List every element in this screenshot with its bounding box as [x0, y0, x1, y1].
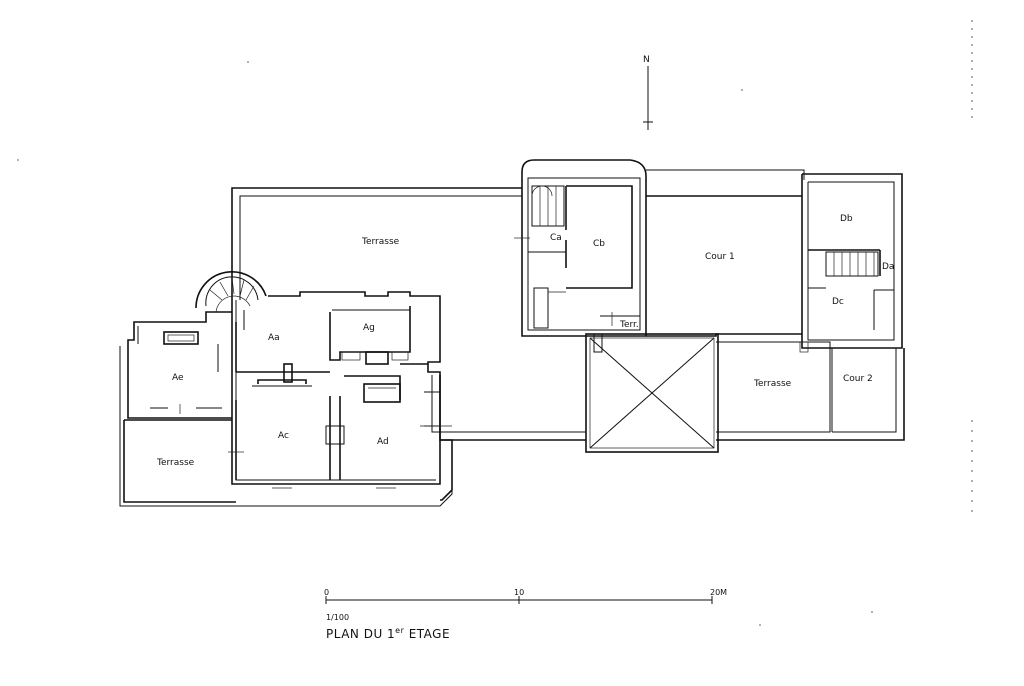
scale-label-10: 10 — [514, 588, 524, 597]
label-da: Da — [882, 262, 894, 272]
label-ae: Ae — [172, 373, 184, 383]
label-terrasse-right: Terrasse — [753, 379, 792, 389]
scale-label-0: 0 — [324, 588, 329, 597]
scale-label-20: 20M — [710, 588, 727, 597]
scan-marks — [17, 20, 973, 626]
label-terrasse-main: Terrasse — [361, 237, 400, 247]
title-text: PLAN DU 1er ETAGE — [326, 626, 450, 641]
label-ca: Ca — [550, 233, 562, 243]
label-aa: Aa — [268, 333, 280, 343]
north-label: N — [643, 55, 650, 65]
title-suffix: ETAGE — [404, 627, 450, 641]
terrace-outline-main — [231, 187, 586, 501]
label-terrasse-left: Terrasse — [156, 458, 195, 468]
label-cb: Cb — [593, 239, 605, 249]
scale-ratio: 1/100 — [326, 613, 349, 622]
label-db: Db — [840, 214, 853, 224]
block-a-walls — [119, 271, 453, 507]
block-d-walls — [799, 173, 905, 441]
label-cour1: Cour 1 — [705, 252, 735, 262]
room-labels: Terrasse Aa Ag Ae Ac Ad Terrasse Ca Cb T… — [156, 214, 894, 468]
label-dc: Dc — [832, 297, 844, 307]
label-cour2: Cour 2 — [843, 374, 873, 384]
label-terr: Terr. — [619, 320, 639, 330]
courtyard-walls — [585, 169, 836, 453]
title-main: PLAN DU 1 — [326, 627, 395, 641]
drawing-title: PLAN DU 1er ETAGE — [326, 626, 450, 641]
title-superscript: er — [395, 626, 404, 635]
block-c-walls — [514, 159, 647, 337]
label-ad: Ad — [377, 437, 389, 447]
label-ag: Ag — [363, 323, 375, 333]
label-ac: Ac — [278, 431, 289, 441]
scale-bar: 0 10 20M 1/100 — [324, 588, 727, 622]
north-arrow: N — [643, 55, 653, 130]
